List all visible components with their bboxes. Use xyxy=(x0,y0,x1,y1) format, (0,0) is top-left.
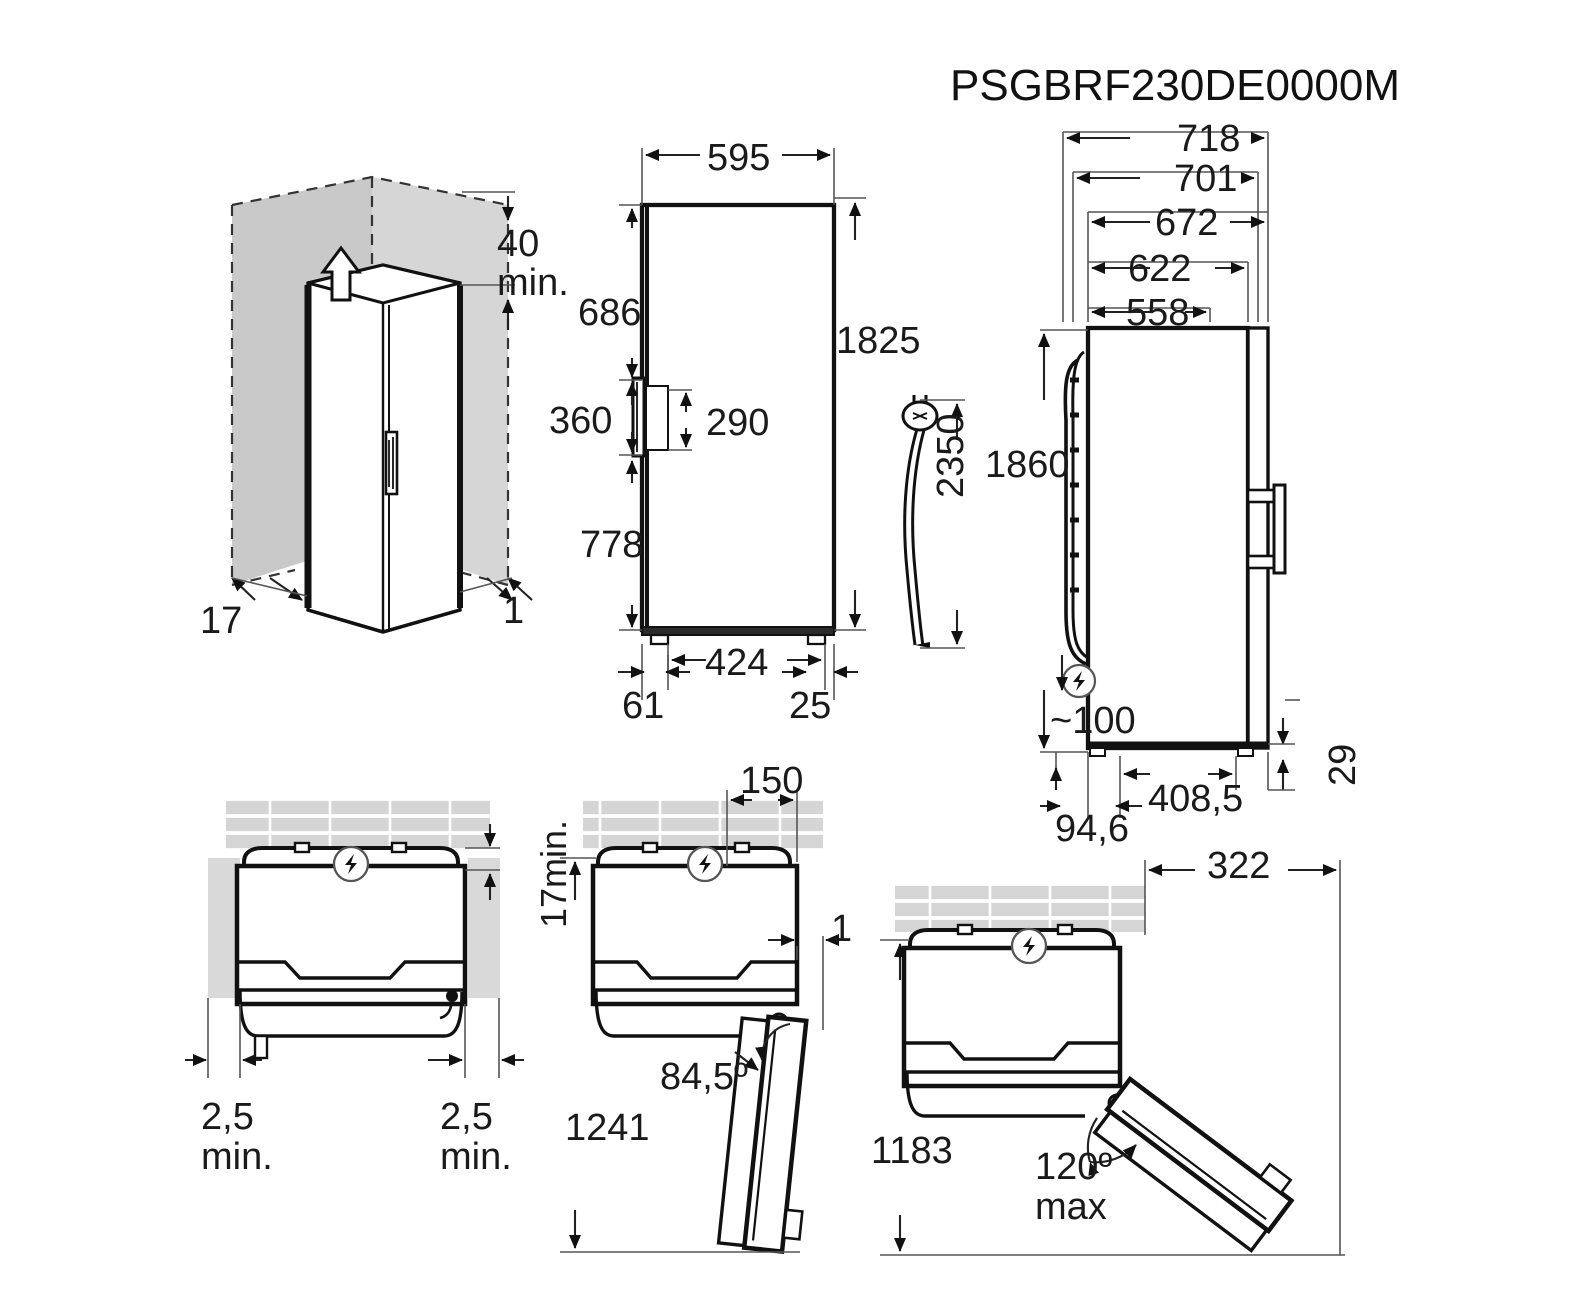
lightning-bolt-icon-topmid xyxy=(686,845,724,883)
dim-topleft-right-gap: 2,5 min. xyxy=(440,1096,512,1178)
panel-top-view-clearance xyxy=(185,800,524,1078)
dim-front-handle-inner: 290 xyxy=(706,402,770,444)
page-title: PSGBRF230DE0000M xyxy=(950,58,1400,114)
panel-power-cord xyxy=(901,395,965,649)
dim-front-foot-left: 61 xyxy=(622,685,665,727)
dim-front-feet-span: 424 xyxy=(705,642,769,684)
panel-top-view-door-120 xyxy=(880,860,1345,1256)
panel-front-elevation xyxy=(618,148,866,700)
dim-side-94-6: 94,6 xyxy=(1055,808,1129,850)
dim-side-672: 672 xyxy=(1155,202,1219,244)
dim-topmid-depth: 1241 xyxy=(565,1107,650,1149)
dim-cord-length-wrap: 2350 xyxy=(930,413,973,498)
dim-topmid-150: 150 xyxy=(740,760,804,802)
dim-topright-depth: 1183 xyxy=(871,1130,953,1172)
dim-side-29: 29 xyxy=(1322,743,1364,786)
dim-topleft-rear-clearance-wrap: 17min. xyxy=(533,820,575,928)
dim-front-handle-height: 360 xyxy=(549,400,613,442)
dim-side-408-5: 408,5 xyxy=(1148,778,1244,820)
dim-topmid-door-angle: 84,5º xyxy=(660,1056,748,1098)
lightning-bolt-icon-topright xyxy=(1010,927,1048,965)
panel-side-elevation xyxy=(1038,131,1300,818)
dim-side-outlet-offset: ~100 xyxy=(1050,700,1136,742)
dim-side-558: 558 xyxy=(1126,292,1190,334)
dim-side-height-outlet: 1860 xyxy=(985,444,1070,486)
up-arrow-icon xyxy=(320,245,362,302)
dim-front-top-to-handle: 686 xyxy=(578,292,642,334)
dim-side-718: 718 xyxy=(1177,118,1241,160)
dim-front-handle-to-floor: 778 xyxy=(580,524,644,566)
dim-iso-left-gap: 17 xyxy=(200,600,243,642)
dim-side-701: 701 xyxy=(1174,158,1238,200)
dim-side-29-wrap: 29 xyxy=(1322,744,1365,786)
dim-front-width: 595 xyxy=(707,137,771,179)
dim-front-total-height: 1825 xyxy=(836,320,921,362)
lightning-bolt-icon-side xyxy=(1061,663,1097,699)
dim-topright-322: 322 xyxy=(1207,845,1271,887)
dim-topright-door-angle: 120º max xyxy=(1035,1146,1113,1228)
dim-iso-right-gap: 1 xyxy=(503,590,525,632)
dim-topmid-1: 1 xyxy=(831,908,853,950)
lightning-bolt-icon-topleft xyxy=(332,845,370,883)
model-code: PSGBRF230DE0000M xyxy=(950,61,1400,110)
dim-topleft-rear-clearance: 17min. xyxy=(533,819,574,928)
dim-side-622: 622 xyxy=(1128,248,1192,290)
dim-front-foot-right: 25 xyxy=(789,685,832,727)
dim-cord-length: 2350 xyxy=(930,413,972,498)
panel-top-view-door-84 xyxy=(560,790,848,1255)
dim-iso-top-clearance: 40 min. xyxy=(497,223,569,304)
panel-isometric xyxy=(230,175,533,634)
dim-topleft-left-gap: 2,5 min. xyxy=(201,1096,273,1178)
